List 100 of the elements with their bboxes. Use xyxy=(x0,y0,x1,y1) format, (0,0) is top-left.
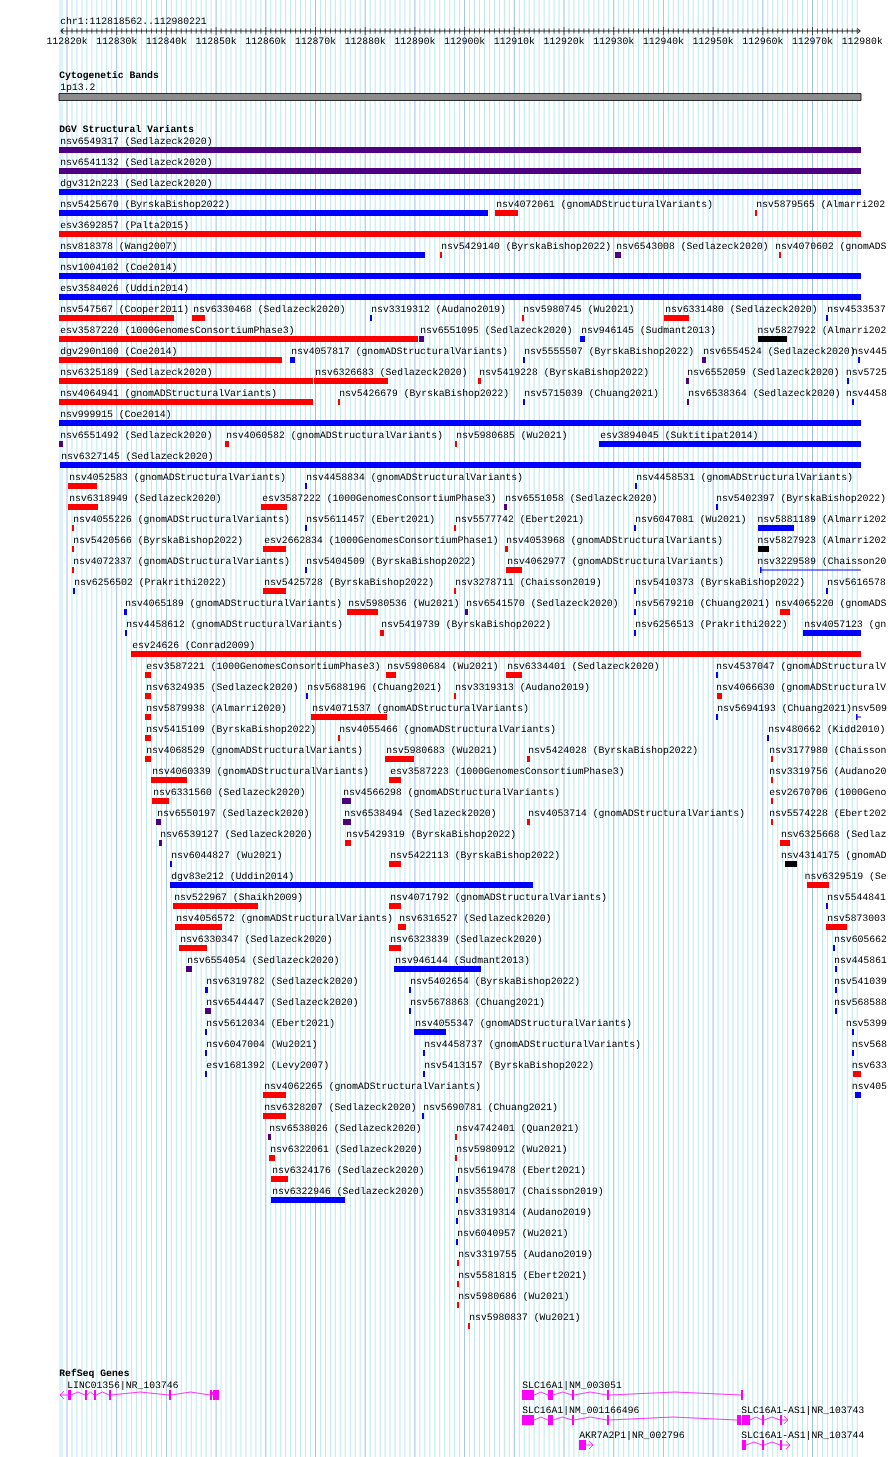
variant-feature: nsv3319755 (Audano2019) xyxy=(457,1249,592,1266)
variant-feature: nsv6334401 (Sedlazeck2020) xyxy=(506,661,658,678)
node-label: nsv4066630 (gnomADStructuralV xyxy=(716,682,886,693)
node-label: AKR7A2P1|NR_002796 xyxy=(579,1430,685,1441)
variant-feature: nsv6549317 (Sedlazeck2020) xyxy=(59,136,861,153)
variant-feature: nsv522967 (Shaikh2009) xyxy=(173,892,302,909)
variant-feature: nsv3319312 (Audano2019) xyxy=(370,304,505,321)
node-label: nsv3319314 (Audano2019) xyxy=(458,1207,591,1218)
node-label: nsv6330468 (Sedlazeck2020) xyxy=(194,304,344,315)
node-label: nsv5827922 (Almarri202 xyxy=(758,325,886,336)
variant-feature: nsv6328207 (Sedlazeck2020) xyxy=(263,1102,415,1119)
variant-feature: nsv6331480 (Sedlazeck2020) xyxy=(664,304,816,321)
gene-model: AKR7A2P1|NR_002796 xyxy=(579,1430,684,1450)
variant-feature: nsv6543008 (Sedlazeck2020) xyxy=(615,241,767,258)
variant-feature: esv2670706 (1000Geno xyxy=(769,787,886,804)
node-label: nsv5402397 (ByrskaBishop2022) xyxy=(716,493,885,504)
variant-feature: esv3894045 (Suktitipat2014) xyxy=(599,430,861,447)
node-label: nsv4053714 (gnomADStructuralVariants) xyxy=(529,808,744,819)
node-label: esv3587220 (1000GenomesConsortiumPhase3) xyxy=(60,325,293,336)
node-label: nsv5425728 (ByrskaBishop2022) xyxy=(265,577,433,588)
tick-label: 112860k xyxy=(246,36,286,45)
node-label: nsv5581815 (Ebert2021) xyxy=(459,1270,586,1281)
node-label: nsv5879565 (Almarri202 xyxy=(757,199,885,210)
variant-feature: nsv5399 xyxy=(846,1019,887,1035)
track-title: Cytogenetic Bands xyxy=(59,70,159,81)
variant-feature: nsv6316527 (Sedlazeck2020) xyxy=(398,913,550,930)
node-label: nsv6538494 (Sedlazeck2020) xyxy=(345,808,495,819)
variant-feature: nsv4066630 (gnomADStructuralV xyxy=(716,682,886,699)
node-label: nsv5413157 (ByrskaBishop2022) xyxy=(425,1060,593,1071)
node-label: nsv5402654 (ByrskaBishop2022) xyxy=(411,976,579,987)
node-label: nsv5424028 (ByrskaBishop2022) xyxy=(529,745,697,756)
variant-feature: nsv6326683 (Sedlazeck2020) xyxy=(314,367,466,384)
node-label: nsv5577742 (Ebert2021) xyxy=(456,514,583,525)
node-label: nsv4314175 (gnomAD xyxy=(781,850,886,861)
variant-feature: nsv5555507 (ByrskaBishop2022) xyxy=(523,346,693,363)
node-label: nsv999915 (Coe2014) xyxy=(61,409,170,420)
variant-feature: nsv3319314 (Audano2019) xyxy=(456,1207,591,1224)
node-label: esv3587222 (1000GenomesConsortiumPhase3) xyxy=(262,493,495,504)
node-label: nsv6538364 (Sedlazeck2020) xyxy=(689,388,839,399)
node-label: nsv6541570 (Sedlazeck2020) xyxy=(467,598,617,609)
variant-feature: nsv5425670 (ByrskaBishop2022) xyxy=(59,199,488,216)
node-label: nsv6552059 (Sedlazeck2020) xyxy=(688,367,838,378)
node-label: nsv5612034 (Ebert2021) xyxy=(207,1018,334,1029)
node-label: nsv5980685 (Wu2021) xyxy=(457,430,566,441)
node-label: nsv6551058 (Sedlazeck2020) xyxy=(506,493,656,504)
variant-feature: nsv5690781 (Chuang2021) xyxy=(422,1102,557,1119)
variant-feature: nsv4458 xyxy=(846,389,887,405)
node-label: nsv5679210 (Chuang2021) xyxy=(636,598,769,609)
node-label: nsv4742401 (Quan2021) xyxy=(457,1123,578,1134)
tick-label: 112870k xyxy=(295,36,336,45)
variant-feature: nsv6330347 (Sedlazeck2020) xyxy=(179,934,331,951)
node-label: nsv547567 (Cooper2011) xyxy=(61,304,188,315)
variant-feature: nsv4071792 (gnomADStructuralVariants) xyxy=(389,892,606,909)
gene-model: SLC16A1-AS1|NR_103744 xyxy=(741,1430,864,1450)
variant-feature: nsv541039 xyxy=(834,977,887,993)
node-label: nsv5422113 (ByrskaBishop2022) xyxy=(391,850,559,861)
variant-feature: nsv4060339 (gnomADStructuralVariants) xyxy=(151,766,368,783)
variant-feature: nsv3177980 (Chaisson xyxy=(770,745,886,762)
variant-feature: nsv5574228 (Ebert202 xyxy=(770,808,886,825)
node-label: nsv5611457 (Ebert2021) xyxy=(307,514,434,525)
node-label: nsv4071792 (gnomADStructuralVariants) xyxy=(391,892,606,903)
node-label: nsv6331560 (Sedlazeck2020) xyxy=(154,787,304,798)
variant-feature: dgv290n100 (Coe2014) xyxy=(59,346,282,363)
tick-label: 112970k xyxy=(792,36,833,45)
node-label: nsv6316527 (Sedlazeck2020) xyxy=(400,913,550,924)
node-label: nsv405 xyxy=(852,1082,887,1090)
node-label: nsv3558017 (Chaisson2019) xyxy=(458,1186,603,1197)
variant-feature: esv3584026 (Uddin2014) xyxy=(59,283,861,300)
variant-feature: nsv4458531 (gnomADStructuralVariants) xyxy=(635,472,852,489)
variant-feature: nsv6322946 (Sedlazeck2020) xyxy=(271,1186,423,1203)
node-label: nsv5426679 (ByrskaBishop2022) xyxy=(340,388,508,399)
variant-feature: nsv6318949 (Sedlazeck2020) xyxy=(68,493,220,510)
tick-label: 112840k xyxy=(146,36,187,45)
node-label: nsv4458 xyxy=(846,389,887,397)
variant-feature: nsv5980536 (Wu2021) xyxy=(347,598,458,615)
variant-feature: nsv5688196 (Chuang2021) xyxy=(306,682,441,699)
variant-feature: nsv5612034 (Ebert2021) xyxy=(205,1018,334,1035)
variant-feature: nsv4060582 (gnomADStructuralVariants) xyxy=(225,430,442,447)
variant-feature: nsv6040957 (Wu2021) xyxy=(456,1228,567,1245)
node-label: nsv5873003 xyxy=(828,914,886,922)
variant-feature: nsv5980912 (Wu2021) xyxy=(455,1144,566,1161)
variant-feature: nsv4065220 (gnomADS xyxy=(775,598,886,615)
tick-label: 112960k xyxy=(743,36,783,45)
variant-feature: nsv6324176 (Sedlazeck2020) xyxy=(271,1165,423,1182)
node-label: nsv5574228 (Ebert202 xyxy=(770,808,886,819)
node-label: nsv4057123 (gn xyxy=(805,619,886,630)
variant-feature: nsv6325189 (Sedlazeck2020) xyxy=(59,367,313,384)
node-label: SLC16A1-AS1|NR_103744 xyxy=(741,1430,864,1441)
tick-label: 112850k xyxy=(196,36,237,45)
variant-feature: nsv6551095 (Sedlazeck2020) xyxy=(419,325,571,342)
node-label: nsv6550197 (Sedlazeck2020) xyxy=(158,808,308,819)
node-label: nsv5694193 (Chuang2021) xyxy=(718,703,851,714)
node-label: nsv6040957 (Wu2021) xyxy=(458,1228,567,1239)
variant-feature: nsv6322061 (Sedlazeck2020) xyxy=(269,1144,421,1161)
node-label: nsv5410373 (ByrskaBishop2022) xyxy=(636,577,804,588)
variant-feature: nsv6544447 (Sedlazeck2020) xyxy=(205,997,357,1014)
node-label: nsv6554524 (Sedlazeck2020) xyxy=(704,346,854,357)
variant-feature: nsv4062977 (gnomADStructuralVariants) xyxy=(506,556,723,573)
node-label: nsv5980684 (Wu2021) xyxy=(388,661,497,672)
variant-feature: nsv4072337 (gnomADStructuralVariants) xyxy=(72,556,289,573)
